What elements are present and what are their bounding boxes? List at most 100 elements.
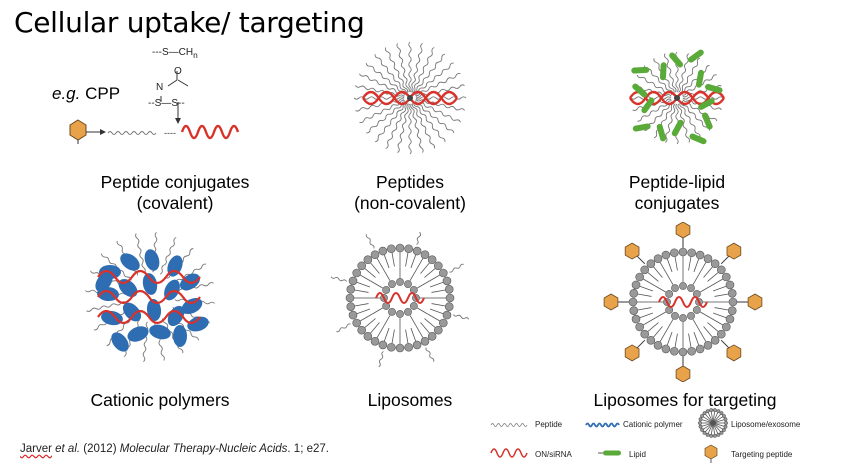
peptide-strand	[411, 103, 436, 149]
targeting-hexagon	[69, 119, 87, 141]
peptide-strand	[336, 323, 351, 333]
lipid-head	[404, 342, 413, 352]
polymer-blob	[146, 299, 162, 321]
chem-disulfide: --S—S--	[148, 98, 185, 109]
lipid-tail	[370, 262, 380, 274]
chem-nitrogen: N	[156, 82, 164, 93]
peptide-strand	[414, 100, 461, 123]
targeting-hexagon	[726, 242, 742, 260]
peptide-strand	[162, 318, 184, 354]
lipid-tail	[405, 329, 409, 344]
lipid-head	[635, 272, 644, 282]
caption-line: Liposomes for targeting	[593, 390, 777, 410]
lipid-tail	[659, 329, 668, 343]
peptide-strand	[330, 276, 347, 282]
lipid-head	[653, 254, 663, 263]
lipid-tail	[637, 293, 652, 297]
legend-lipid-label: Lipid	[629, 450, 646, 459]
peptide-strand	[415, 72, 461, 97]
peptide-strand	[413, 102, 446, 142]
lipid-tail	[410, 254, 417, 269]
lipid-head	[427, 255, 437, 264]
core-dot	[674, 95, 680, 101]
lipid-head	[724, 421, 728, 425]
peptide-strand	[159, 237, 177, 275]
lipid-tail	[647, 322, 659, 332]
lipid-head	[705, 409, 710, 414]
targeting-hexagon	[603, 293, 619, 311]
lipid-head	[695, 250, 705, 260]
rna-strand	[97, 309, 201, 325]
lipid-tail	[642, 317, 656, 326]
lipid-head	[412, 340, 422, 350]
peptide-strand	[384, 47, 409, 93]
chem-s3: S	[171, 98, 179, 109]
targeting-hexagon	[624, 344, 640, 362]
peptide-strand	[681, 65, 710, 95]
lipid-tail	[424, 268, 436, 278]
peptide-strand	[412, 47, 435, 94]
caption-line: (non-covalent)	[354, 193, 466, 213]
polymer-blob	[120, 253, 140, 271]
peptide-strand	[142, 321, 149, 362]
peptide-strand	[385, 102, 408, 149]
lipid-head	[695, 344, 705, 354]
lipid-head	[692, 306, 701, 314]
peptide-strand	[682, 96, 724, 100]
lipid-tail	[405, 252, 409, 267]
lipid-tail	[693, 331, 700, 346]
peptide-strand	[664, 53, 677, 93]
lipid-head	[702, 430, 707, 435]
polymer-blob	[127, 326, 149, 342]
polymer-blob	[95, 272, 113, 292]
lipid-tail	[714, 307, 729, 311]
lipid-tail	[688, 256, 692, 271]
peptide-strand	[413, 53, 445, 94]
lipid-head	[357, 325, 366, 335]
lipid-head	[725, 314, 735, 324]
lipid-head	[716, 409, 721, 414]
lipid-tail	[391, 252, 395, 267]
lipid-head	[370, 250, 380, 259]
liposome-targeting-diagram	[603, 222, 763, 382]
lipid-head	[631, 280, 641, 290]
lipid-head	[395, 343, 405, 353]
lipid-group	[632, 123, 651, 132]
hexagon-linker	[635, 339, 646, 350]
rna-strand	[375, 292, 425, 304]
lipid-head	[629, 306, 639, 315]
polymer-blob	[144, 249, 160, 271]
lipid-head	[661, 250, 671, 260]
peptide-strand	[680, 102, 710, 131]
legend-polymer-icon	[585, 422, 620, 428]
chem-s1: S	[162, 47, 169, 58]
lipid-tail	[655, 311, 666, 319]
lipid-head	[709, 408, 714, 413]
peptide-strand	[374, 54, 407, 94]
polymer-blob	[111, 332, 129, 352]
lipid-head	[646, 336, 656, 345]
peptide-strand	[365, 63, 406, 95]
lipid-tail	[707, 272, 719, 282]
peptide-strand	[410, 103, 424, 153]
lipid-head	[665, 290, 674, 298]
lipid-head	[363, 332, 373, 341]
lipid-tail	[372, 281, 383, 289]
peptide-strand	[664, 103, 676, 143]
peptide-strand	[411, 43, 423, 93]
legend-liposome-label: Liposome/exosome	[731, 420, 801, 429]
lipid-tail	[698, 329, 707, 343]
legend-rna-icon	[490, 448, 528, 458]
lipid-head	[346, 302, 356, 311]
lipid-head	[723, 417, 728, 422]
peptide-strand	[408, 41, 412, 93]
lipid-head	[434, 325, 443, 335]
lipid-head	[709, 433, 714, 438]
lipid-head	[679, 314, 687, 322]
peptide-strand	[397, 103, 409, 153]
citation-journal: Molecular Therapy-Nucleic Acids	[119, 443, 288, 455]
caption-peptide-conjugates: Peptide conjugates (covalent)	[80, 172, 270, 214]
lipid-head	[378, 340, 388, 350]
lipid-tail	[655, 285, 666, 293]
lipid-head	[661, 344, 671, 354]
